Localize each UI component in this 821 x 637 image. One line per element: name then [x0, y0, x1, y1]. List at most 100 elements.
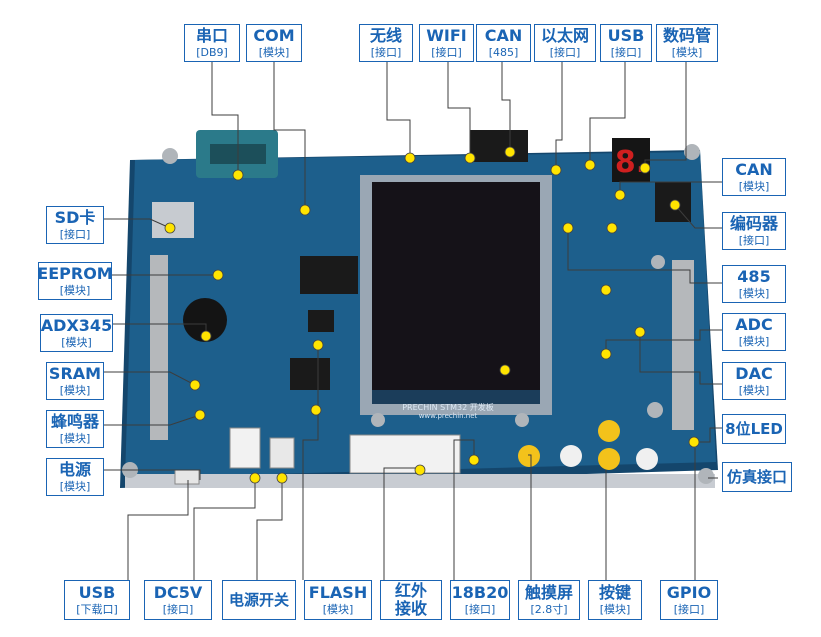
screw: [698, 468, 714, 484]
label-dc5v: DC5V [接口]: [144, 580, 212, 620]
label-can-right: CAN [模块]: [722, 158, 786, 196]
label-title: 电源开关: [228, 590, 289, 609]
leader-lines: [104, 62, 722, 580]
screw: [651, 255, 665, 269]
label-dac: DAC [模块]: [722, 362, 786, 400]
label-buzzer: 蜂鸣器 [模块]: [46, 410, 104, 448]
label-sub: [模块]: [738, 334, 770, 348]
lcd-panel: [372, 182, 540, 390]
right-pin-header: [672, 260, 694, 430]
silkscreen-main: PRECHIN STM32 开发板: [402, 402, 494, 412]
can-terminal: [470, 130, 528, 162]
label-title: SRAM: [48, 364, 102, 384]
label-sub: [接口]: [431, 45, 462, 59]
label-sub: [模块]: [738, 179, 770, 193]
label-title: FLASH: [308, 583, 368, 603]
label-sub: [接口]: [673, 602, 705, 616]
key-button: [598, 420, 620, 442]
label-title: WIFI: [426, 26, 467, 46]
idc-connector: [349, 434, 461, 474]
power-switch-part: [269, 437, 295, 469]
label-power-switch: 电源开关: [222, 580, 296, 620]
screw: [647, 402, 663, 418]
label-sdcard: SD卡 [接口]: [46, 206, 104, 244]
digit-glyph: 8.: [615, 145, 647, 180]
label-keys: 按键 [模块]: [588, 580, 642, 620]
label-title: EEPROM: [37, 264, 113, 284]
label-title-2: 接收: [394, 599, 427, 618]
label-18b20: 18B20 [接口]: [450, 580, 510, 620]
label-digit-tube: 数码管 [模块]: [656, 24, 718, 62]
label-wireless: 无线 [接口]: [359, 24, 413, 62]
label-sub: [接口]: [549, 45, 581, 59]
acrylic-base-edge: [125, 474, 715, 488]
label-adc: ADC [模块]: [722, 313, 786, 351]
key-button: [598, 448, 620, 470]
label-wifi: WIFI [接口]: [419, 24, 474, 62]
label-title: DAC: [735, 364, 773, 384]
label-ethernet: 以太网 [接口]: [534, 24, 596, 62]
label-sub: [接口]: [738, 233, 770, 247]
label-sub: [2.8寸]: [530, 602, 568, 616]
label-gpio: GPIO [接口]: [660, 580, 718, 620]
label-sram: SRAM [模块]: [46, 362, 104, 400]
label-title: 触摸屏: [524, 583, 573, 603]
label-title: 仿真接口: [726, 467, 787, 486]
label-title: 红外: [394, 581, 427, 601]
label-can-top: CAN [485]: [476, 24, 531, 62]
key-button: [560, 445, 582, 467]
label-sub: [接口]: [610, 45, 642, 59]
label-serial: 串口 [DB9]: [184, 24, 240, 62]
label-title: DC5V: [153, 583, 203, 603]
label-usb-download: USB [下载口]: [64, 580, 130, 620]
label-com: COM [模块]: [246, 24, 302, 62]
label-touchscreen: 触摸屏 [2.8寸]: [518, 580, 580, 620]
label-sub: [模块]: [59, 431, 91, 445]
label-sub: [模块]: [322, 602, 354, 616]
label-title: 串口: [195, 26, 228, 46]
label-adx345: ADX345 [模块]: [40, 314, 113, 352]
sd-card-slot: [152, 202, 194, 238]
label-sub: [模块]: [61, 335, 92, 349]
label-sub: [接口]: [370, 45, 402, 59]
label-sub: [模块]: [258, 45, 290, 59]
key-button: [636, 448, 658, 470]
label-title: COM: [253, 26, 295, 46]
screw: [515, 413, 529, 427]
label-title: 18B20: [451, 583, 509, 603]
key-button: [518, 445, 540, 467]
label-sub: [模块]: [599, 602, 631, 616]
label-title: 无线: [369, 26, 402, 46]
dc-jack: [229, 427, 261, 469]
label-sub: [模块]: [738, 286, 770, 300]
label-title: ADX345: [40, 316, 113, 336]
label-flash: FLASH [模块]: [304, 580, 372, 620]
label-title: 编码器: [729, 214, 778, 234]
label-sub: [模块]: [671, 45, 703, 59]
label-sub: [下载口]: [76, 602, 118, 616]
label-sub: [接口]: [59, 227, 91, 241]
screw: [162, 148, 178, 164]
silkscreen-url: www.prechin.net: [419, 412, 478, 420]
left-pin-header: [150, 255, 168, 440]
label-title: ADC: [735, 315, 773, 335]
label-title: 蜂鸣器: [50, 412, 99, 432]
label-title: 电源: [58, 460, 91, 480]
markers: [164, 146, 700, 484]
buzzer: [183, 298, 227, 342]
label-title: 数码管: [662, 26, 711, 46]
label-title: 按键: [598, 583, 631, 603]
label-sub: [DB9]: [196, 45, 228, 59]
usb-port: [174, 469, 200, 485]
label-sub: [模块]: [738, 383, 770, 397]
label-sub: [模块]: [59, 283, 91, 297]
label-eeprom: EEPROM [模块]: [37, 262, 113, 300]
label-title: 8位LED: [725, 419, 783, 438]
label-encoder: 编码器 [接口]: [722, 212, 786, 250]
label-sub: [485]: [488, 45, 519, 59]
label-title: USB: [78, 583, 116, 603]
mcu-chip: [300, 256, 358, 294]
screw: [684, 144, 700, 160]
label-sub: [模块]: [59, 479, 91, 493]
